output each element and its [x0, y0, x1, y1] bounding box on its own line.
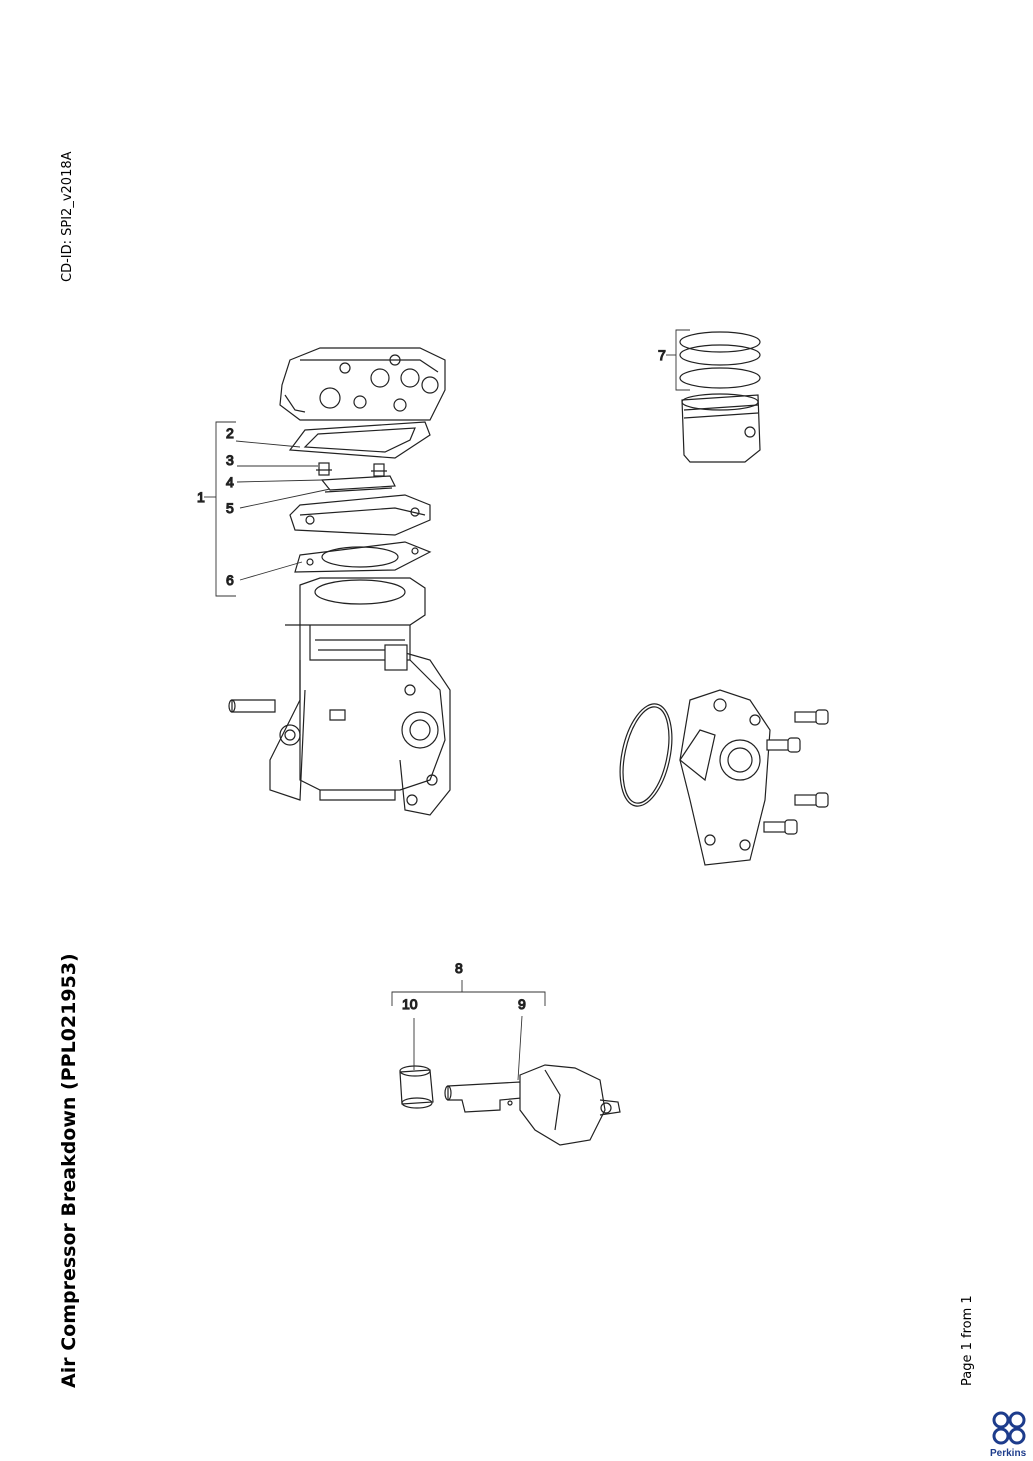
head-gasket — [288, 421, 431, 459]
compressor-head — [279, 347, 446, 421]
bearing-bush — [399, 1065, 434, 1109]
intermediate-plate — [289, 494, 431, 536]
callout-3: 3 — [226, 452, 234, 468]
leader-lines — [204, 329, 690, 1081]
callout-9: 9 — [518, 996, 526, 1012]
callout-7: 7 — [658, 347, 666, 363]
piston-and-rings — [679, 331, 761, 463]
brand-name: Perkins — [990, 1448, 1027, 1459]
callout-2: 2 — [226, 425, 234, 441]
valve-plate — [320, 475, 396, 493]
cylinder-gasket — [294, 541, 432, 573]
perkins-logo-icon — [992, 1411, 1026, 1445]
callout-6: 6 — [226, 572, 234, 588]
callout-8: 8 — [455, 960, 463, 976]
callout-4: 4 — [226, 474, 234, 490]
callout-1: 1 — [197, 489, 205, 505]
compressor-body — [228, 577, 451, 816]
callout-10: 10 — [402, 996, 418, 1012]
end-cover-assembly — [619, 689, 771, 866]
valve-bolts — [316, 462, 387, 477]
callout-5: 5 — [226, 500, 234, 516]
cover-screws — [763, 709, 829, 835]
crankshaft — [444, 1064, 621, 1146]
